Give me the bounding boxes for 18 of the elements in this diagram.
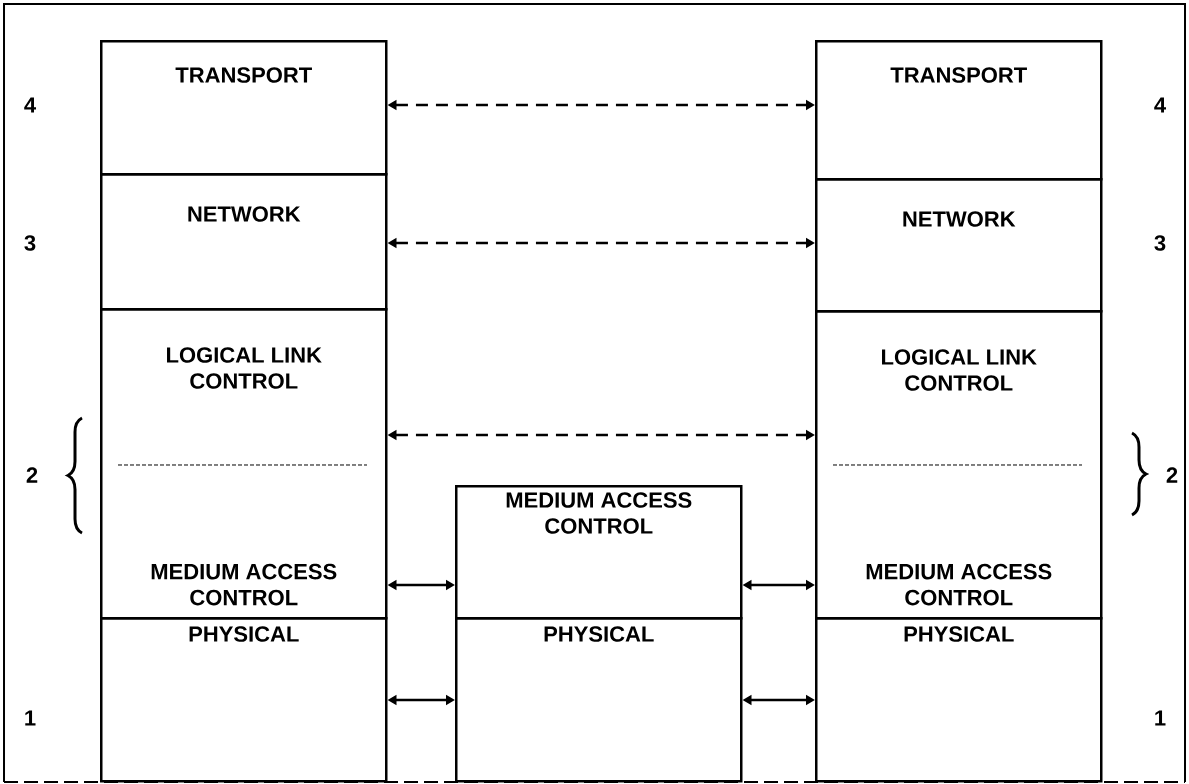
- layer-box: NETWORK: [100, 173, 388, 311]
- layer-number: 2: [26, 467, 38, 483]
- layer-number: 3: [24, 235, 36, 251]
- layer-box: PHYSICAL: [815, 617, 1103, 783]
- layer-box: NETWORK: [815, 178, 1103, 313]
- layer-number: 1: [25, 710, 36, 726]
- layer-box: TRANSPORT: [815, 40, 1103, 181]
- layer-box: TRANSPORT: [100, 40, 388, 176]
- layer-number: 4: [24, 97, 36, 113]
- layer-box: PHYSICAL: [455, 617, 743, 783]
- layer-box: MEDIUM ACCESS CONTROL: [455, 485, 743, 620]
- layer-number: 1: [1155, 710, 1166, 726]
- layer-box: PHYSICAL: [100, 617, 388, 783]
- layer-number: 4: [1154, 97, 1166, 113]
- layer-number: 2: [1166, 467, 1178, 483]
- layer-box: LOGICAL LINK CONTROL MEDIUM ACCESS CONTROL: [100, 308, 388, 620]
- layer-box: LOGICAL LINK CONTROL MEDIUM ACCESS CONTROL: [815, 310, 1103, 620]
- layer-number: 3: [1154, 235, 1166, 251]
